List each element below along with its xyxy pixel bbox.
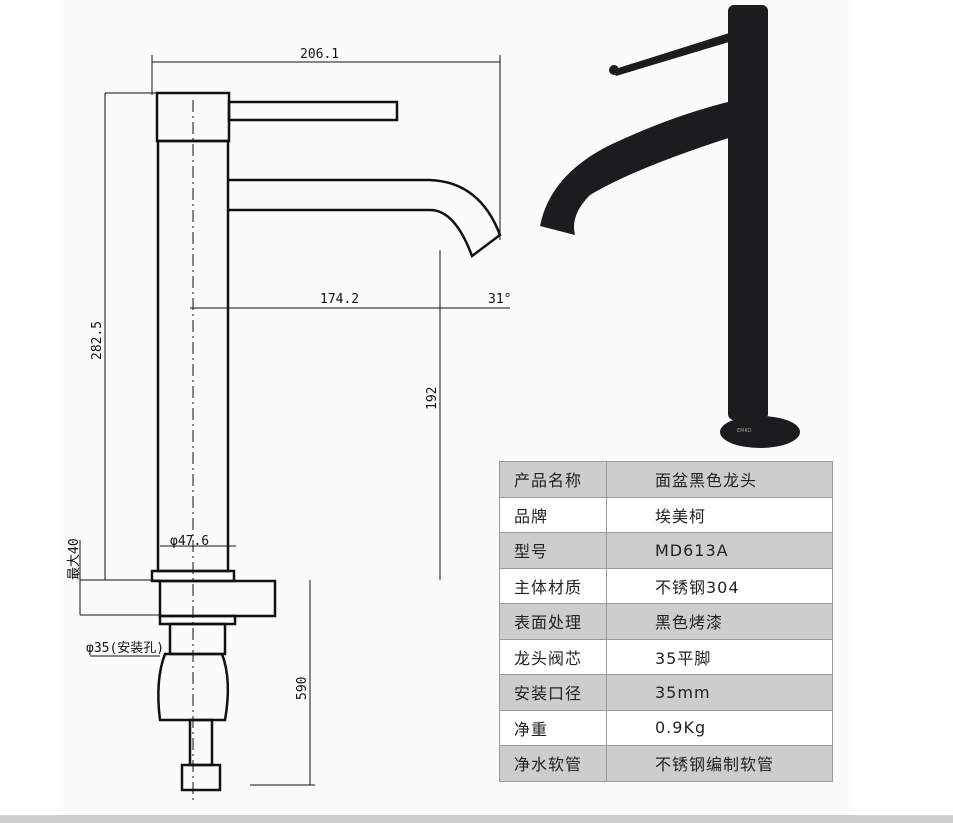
svg-text:174.2: 174.2: [320, 292, 359, 307]
bottom-bar: [0, 815, 953, 823]
spec-label: 表面处理: [499, 603, 607, 640]
spec-label: 主体材质: [499, 567, 607, 604]
svg-text:最大40: 最大40: [67, 538, 82, 580]
spec-label: 品牌: [499, 496, 607, 533]
spec-value: 0.9Kg: [606, 709, 833, 746]
svg-text:φ35(安装孔): φ35(安装孔): [86, 641, 164, 656]
svg-text:206.1: 206.1: [300, 47, 339, 62]
svg-text:φ47.6: φ47.6: [170, 534, 209, 549]
spec-value: 黑色烤漆: [606, 603, 833, 640]
spec-row: 表面处理黑色烤漆: [499, 603, 833, 640]
spec-label: 产品名称: [499, 461, 607, 498]
spec-value: MD613A: [606, 532, 833, 569]
spec-value: 不锈钢304: [606, 567, 833, 604]
spec-row: 净水软管不锈钢编制软管: [499, 745, 833, 782]
dimension-labels: 206.1 174.2 31° φ47.6 φ35(安装孔) 282.5 192…: [67, 47, 511, 700]
spec-row: 产品名称面盆黑色龙头: [499, 461, 833, 498]
spec-value: 35平脚: [606, 638, 833, 675]
spec-label: 净水软管: [499, 745, 607, 782]
spec-value: 35mm: [606, 674, 833, 711]
spec-row: 品牌埃美柯: [499, 496, 833, 533]
svg-text:192: 192: [425, 387, 440, 410]
svg-text:590: 590: [295, 677, 310, 700]
spec-value: 面盆黑色龙头: [606, 461, 833, 498]
dimension-lines: [79, 55, 510, 800]
faucet-outline: [150, 91, 502, 792]
spec-row: 主体材质不锈钢304: [499, 567, 833, 604]
svg-text:EMKO: EMKO: [737, 428, 751, 434]
spec-value: 埃美柯: [606, 496, 833, 533]
svg-text:282.5: 282.5: [90, 321, 105, 360]
spec-label: 龙头阀芯: [499, 638, 607, 675]
spec-label: 安装口径: [499, 674, 607, 711]
spec-label: 型号: [499, 532, 607, 569]
svg-text:31°: 31°: [488, 292, 511, 307]
spec-value: 不锈钢编制软管: [606, 745, 833, 782]
spec-label: 净重: [499, 709, 607, 746]
product-photo: EMKO: [540, 5, 800, 448]
